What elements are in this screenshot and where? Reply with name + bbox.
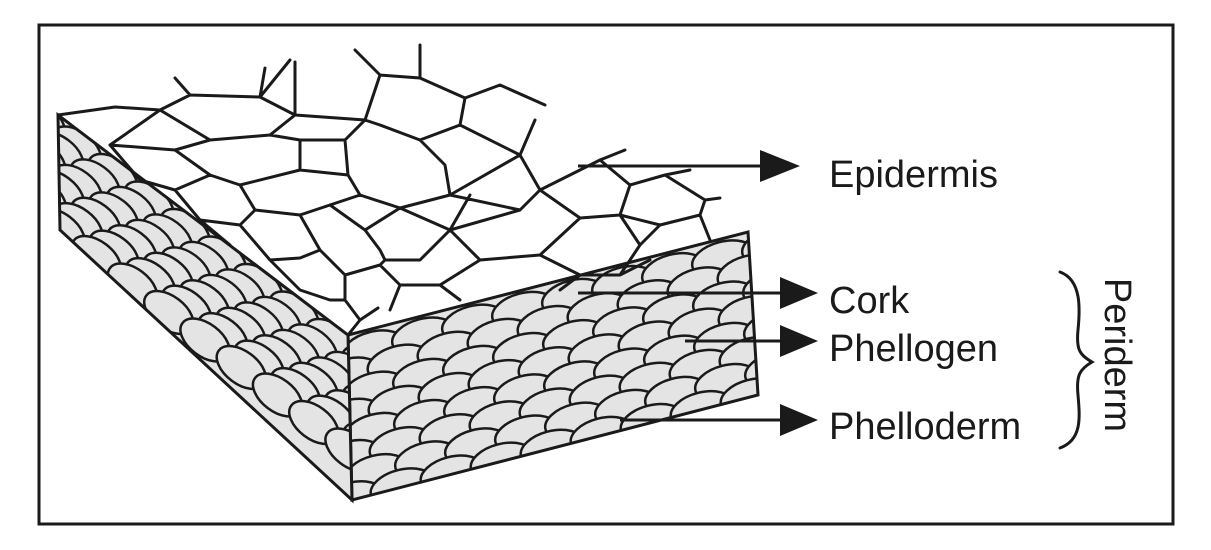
cork-cell: [341, 383, 352, 429]
cork-arrow: [578, 277, 818, 309]
phellogen-arrow: [685, 325, 818, 357]
cork-cell: [788, 208, 859, 258]
cork-cell: [742, 308, 758, 349]
cork-cell: [0, 134, 55, 194]
epidermis-cell-walls: [108, 43, 722, 337]
cork-cell: [763, 194, 834, 244]
cork-cell: [0, 172, 56, 232]
cork-cell: [340, 345, 352, 391]
cork-cell: [741, 267, 758, 308]
side-face: [0, 57, 354, 504]
periderm-brace: [1058, 270, 1095, 450]
outer-frame: [37, 23, 1175, 526]
cork-cell: [765, 277, 836, 327]
epidermis-surface: [56, 43, 722, 337]
side-cork-cells: [0, 57, 352, 473]
cork-cell: [267, 488, 338, 538]
epidermis-arrow: [578, 150, 800, 182]
cork-cell: [743, 349, 758, 390]
periderm-label: Periderm: [1096, 277, 1138, 433]
top-edge: [56, 105, 162, 117]
phellogen-label: Phellogen: [829, 328, 999, 370]
cork-cell: [764, 235, 835, 285]
phelloderm-arrow: [620, 404, 818, 436]
cork-cell: [0, 96, 55, 156]
phelloderm-label: Phelloderm: [829, 406, 1022, 448]
cork-label: Cork: [829, 280, 910, 322]
label-arrows: [578, 150, 818, 436]
epidermis-label: Epidermis: [829, 154, 998, 196]
cork-cell: [767, 359, 838, 409]
cork-cell: [0, 57, 54, 117]
cork-cell: [342, 421, 352, 468]
